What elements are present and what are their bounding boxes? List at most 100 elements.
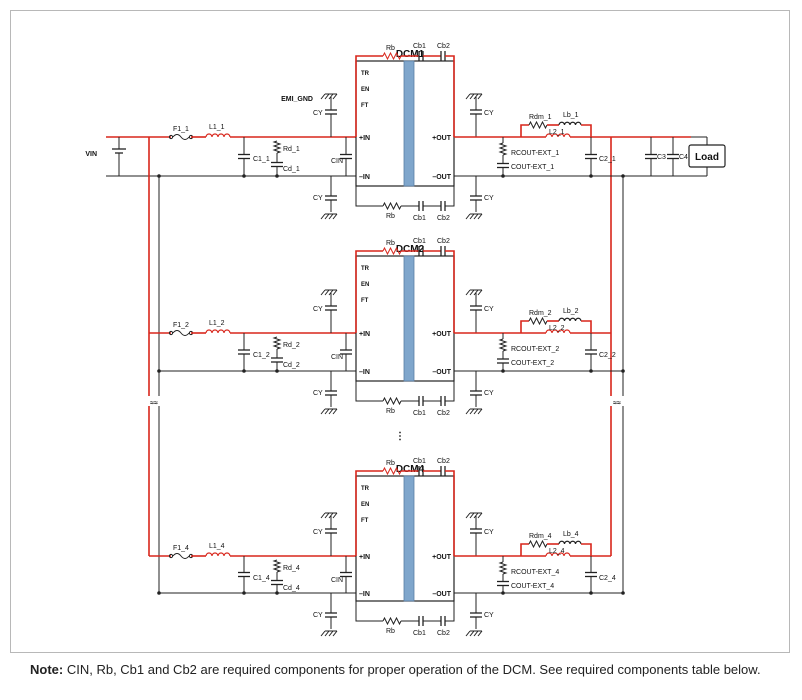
isolation-barrier <box>403 255 415 382</box>
output-rail <box>520 543 529 556</box>
chassis-ground-icon <box>320 408 326 415</box>
l1-inductor <box>205 329 231 334</box>
c3-label: C3 <box>657 154 666 161</box>
note: Note: CIN, Rb, Cb1 and Cb2 are required … <box>30 662 790 677</box>
rb-bypass-top <box>355 250 383 333</box>
chassis-ground-icon <box>465 512 471 519</box>
rb-bypass-bottom <box>445 176 455 207</box>
cout-ext-label: COUT-EXT_1 <box>511 164 554 171</box>
cd-label: Cd_2 <box>283 362 300 369</box>
chassis-ground-icon <box>324 289 330 296</box>
rcout-resistor <box>498 561 508 575</box>
rb-bypass-bottom <box>445 371 455 402</box>
note-text: CIN, Rb, Cb1 and Cb2 are required compon… <box>66 662 761 677</box>
pin-en-label: EN <box>361 87 369 93</box>
pin-en-label: EN <box>361 282 369 288</box>
rd-resistor <box>272 559 282 573</box>
l1-inductor <box>205 133 231 138</box>
isolation-barrier <box>403 475 415 602</box>
cb1-label: Cb1 <box>413 410 426 417</box>
chassis-ground-icon <box>332 289 338 296</box>
lb-label: Lb_1 <box>563 112 579 119</box>
pin-in-neg-label: –IN <box>359 591 370 598</box>
l1-label: L1_4 <box>209 543 225 550</box>
cd-label: Cd_1 <box>283 166 300 173</box>
chassis-ground-icon <box>328 213 334 220</box>
lb-inductor <box>558 317 582 322</box>
pin-in-pos-label: +IN <box>359 331 370 338</box>
cb1-label: Cb1 <box>413 43 426 50</box>
ellipsis-label: ⋮ <box>395 431 405 442</box>
chassis-ground-icon <box>465 93 471 100</box>
cy-label: CY <box>484 195 494 202</box>
junction-dot <box>157 369 161 373</box>
cb2-label: Cb2 <box>437 458 450 465</box>
rcout-resistor <box>498 142 508 156</box>
chassis-ground-icon <box>473 213 479 220</box>
output-rail <box>520 124 529 137</box>
l2-label: L2_4 <box>549 548 565 555</box>
chassis-ground-icon <box>465 408 471 415</box>
cy-label: CY <box>313 110 323 117</box>
rb-label: Rb <box>386 45 395 52</box>
dcm-module-label: DCM4 <box>396 464 425 475</box>
rd-resistor <box>272 140 282 154</box>
pin-out-neg-label: –OUT <box>432 369 451 376</box>
l2-label: L2_2 <box>549 325 565 332</box>
junction-dot <box>275 174 279 178</box>
bus-break-icon: ≈≈ <box>150 400 158 407</box>
rdm-resistor <box>528 120 548 130</box>
chassis-ground-icon <box>477 408 483 415</box>
lb-label: Lb_2 <box>563 308 579 315</box>
junction-dot <box>275 591 279 595</box>
cb1-label: Cb1 <box>413 630 426 637</box>
pin-out-pos-label: +OUT <box>432 331 452 338</box>
fuse-icon <box>172 134 190 140</box>
rdm-label: Rdm_2 <box>529 310 552 317</box>
rb-label: Rb <box>386 628 395 635</box>
rdm-resistor <box>528 539 548 549</box>
junction-dot <box>275 369 279 373</box>
pin-tr-label: TR <box>361 486 370 492</box>
cb1-label: Cb1 <box>413 238 426 245</box>
chassis-ground-icon <box>477 213 483 220</box>
chassis-ground-icon <box>332 408 338 415</box>
c1-label: C1_4 <box>253 575 270 582</box>
cb1-label: Cb1 <box>413 215 426 222</box>
cy-label: CY <box>484 110 494 117</box>
junction-dot <box>242 369 246 373</box>
cd-label: Cd_4 <box>283 585 300 592</box>
cb2-label: Cb2 <box>437 215 450 222</box>
cb2-label: Cb2 <box>437 238 450 245</box>
junction-dot <box>242 591 246 595</box>
chassis-ground-icon <box>332 213 338 220</box>
pin-tr-label: TR <box>361 266 370 272</box>
cy-label: CY <box>313 529 323 536</box>
pin-ft-label: FT <box>361 518 369 524</box>
fuse-label: F1_4 <box>173 545 189 552</box>
chassis-ground-icon <box>469 213 475 220</box>
chassis-ground-icon <box>473 289 479 296</box>
chassis-ground-icon <box>332 93 338 100</box>
rb-resistor <box>382 246 402 256</box>
pin-ft-label: FT <box>361 298 369 304</box>
cy-label: CY <box>313 390 323 397</box>
chassis-ground-icon <box>465 213 471 220</box>
rcout-resistor <box>498 338 508 352</box>
pin-tr-label: TR <box>361 71 370 77</box>
rb-bypass-bottom <box>355 176 383 207</box>
cy-label: CY <box>313 195 323 202</box>
fuse-icon <box>172 553 190 559</box>
chassis-ground-icon <box>473 93 479 100</box>
output-rail <box>520 320 529 333</box>
dcm-module-label: DCM2 <box>396 244 425 255</box>
chassis-ground-icon <box>332 512 338 519</box>
cin-label: CIN <box>331 354 343 361</box>
l2-label: L2_1 <box>549 129 565 136</box>
cin-label: CIN <box>331 158 343 165</box>
c1-label: C1_1 <box>253 156 270 163</box>
chassis-ground-icon <box>469 93 475 100</box>
